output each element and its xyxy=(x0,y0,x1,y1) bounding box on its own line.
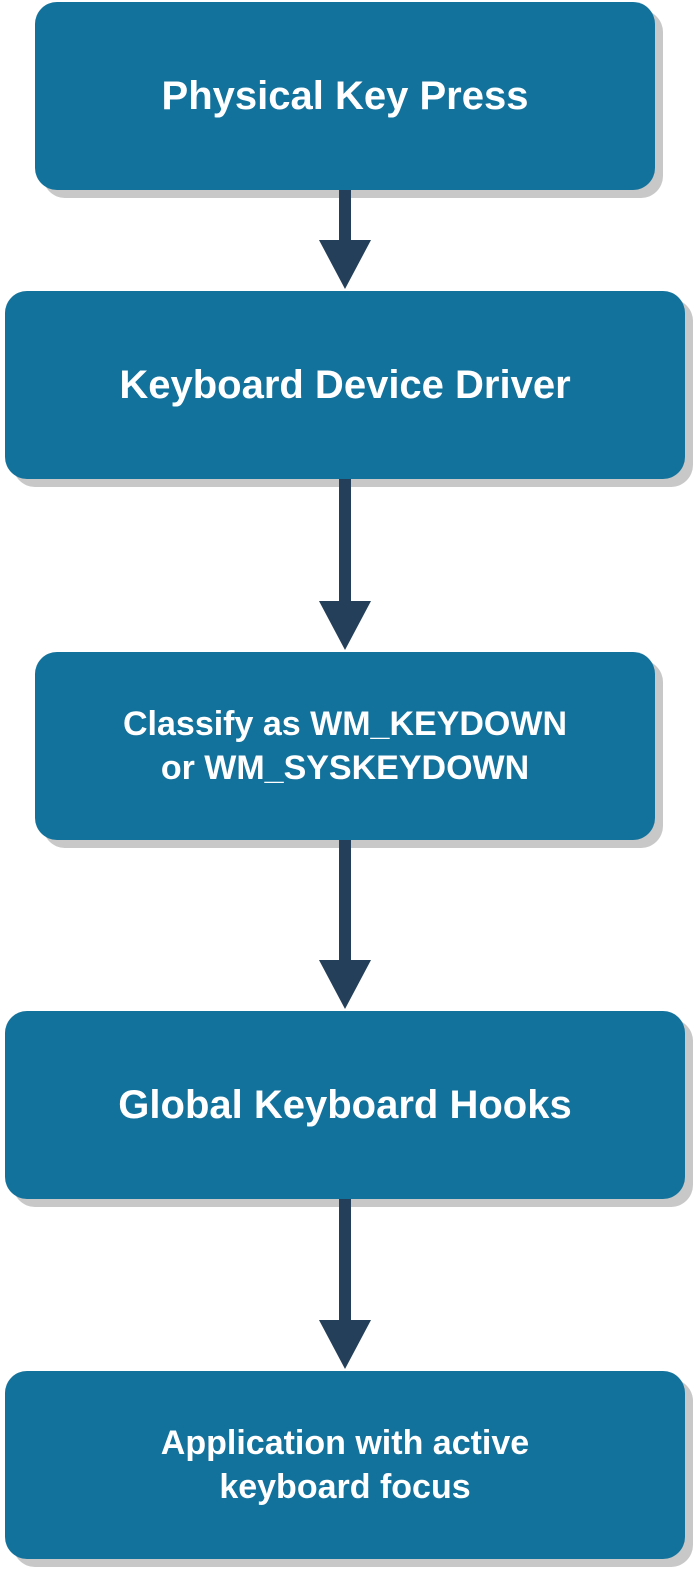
node-global-keyboard-hooks: Global Keyboard Hooks xyxy=(5,1011,685,1199)
node-physical-key-press: Physical Key Press xyxy=(35,2,655,190)
arrow-down-icon xyxy=(319,479,371,650)
arrow-down-icon xyxy=(319,190,371,289)
node-keyboard-device-driver: Keyboard Device Driver xyxy=(5,291,685,479)
node-label: Application with active keyboard focus xyxy=(160,1424,530,1506)
node-label: Physical Key Press xyxy=(161,74,529,118)
edge-arrow xyxy=(315,1199,375,1371)
node-label: Keyboard Device Driver xyxy=(119,363,571,407)
node-label: Classify as WM_KEYDOWN or WM_SYSKEYDOWN xyxy=(123,705,567,787)
node-classify-message: Classify as WM_KEYDOWN or WM_SYSKEYDOWN xyxy=(35,652,655,840)
edge-arrow xyxy=(315,479,375,652)
node-label: Global Keyboard Hooks xyxy=(118,1083,572,1127)
arrow-down-icon xyxy=(319,1199,371,1369)
node-application-focus: Application with active keyboard focus xyxy=(5,1371,685,1559)
edge-arrow xyxy=(315,190,375,291)
edge-arrow xyxy=(315,840,375,1011)
arrow-down-icon xyxy=(319,840,371,1009)
